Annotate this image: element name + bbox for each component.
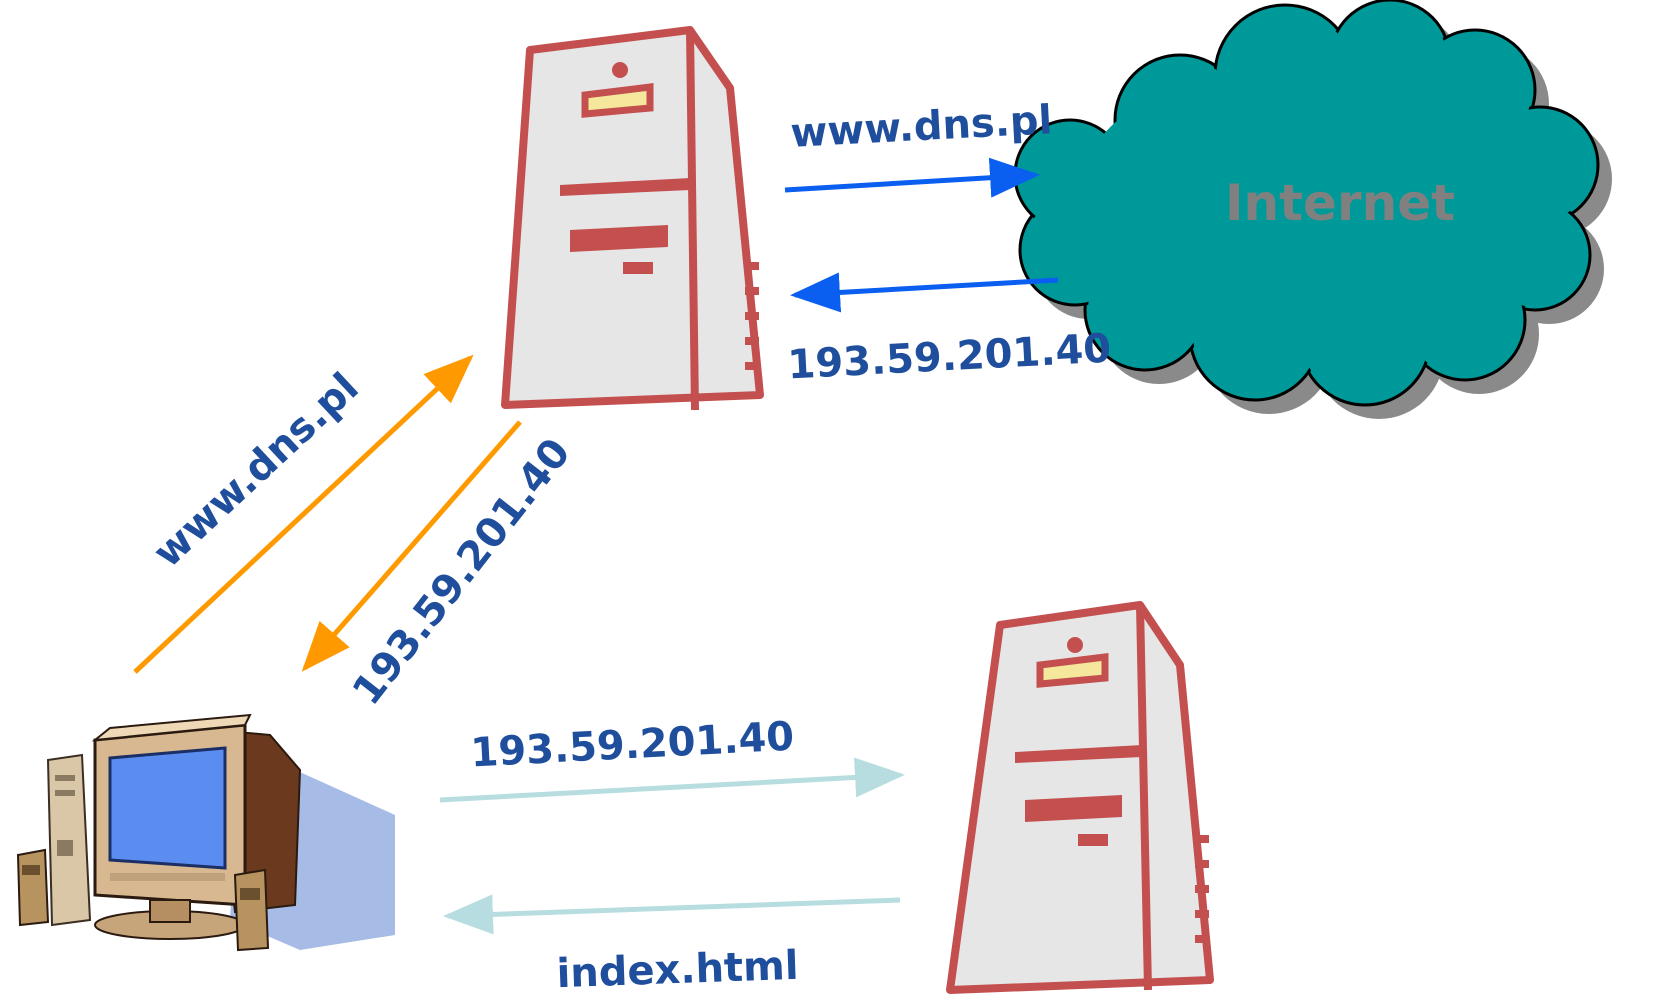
dns-server-icon [501,26,764,411]
arrow-http-request [439,757,905,803]
label-http-request: 193.59.201.40 [469,714,795,777]
label-dns-query-internet: www.dns.pl [789,97,1053,157]
arrow-dns-reply-from-internet [790,272,1059,313]
arrow-dns-query-from-client [133,354,474,674]
arrow-http-response [443,894,901,935]
label-dns-query-client: www.dns.pl [145,364,368,576]
arrow-dns-reply-to-client [301,420,522,672]
client-computer-icon [16,713,395,952]
web-server-icon [946,601,1214,994]
internet-cloud-icon: Internet [1013,0,1612,419]
label-http-response: index.html [556,943,799,997]
internet-label: Internet [1225,174,1455,232]
label-dns-reply-client: 193.59.201.40 [344,430,580,714]
label-dns-reply-internet: 193.59.201.40 [786,326,1112,389]
arrow-dns-query-to-internet [784,157,1040,198]
